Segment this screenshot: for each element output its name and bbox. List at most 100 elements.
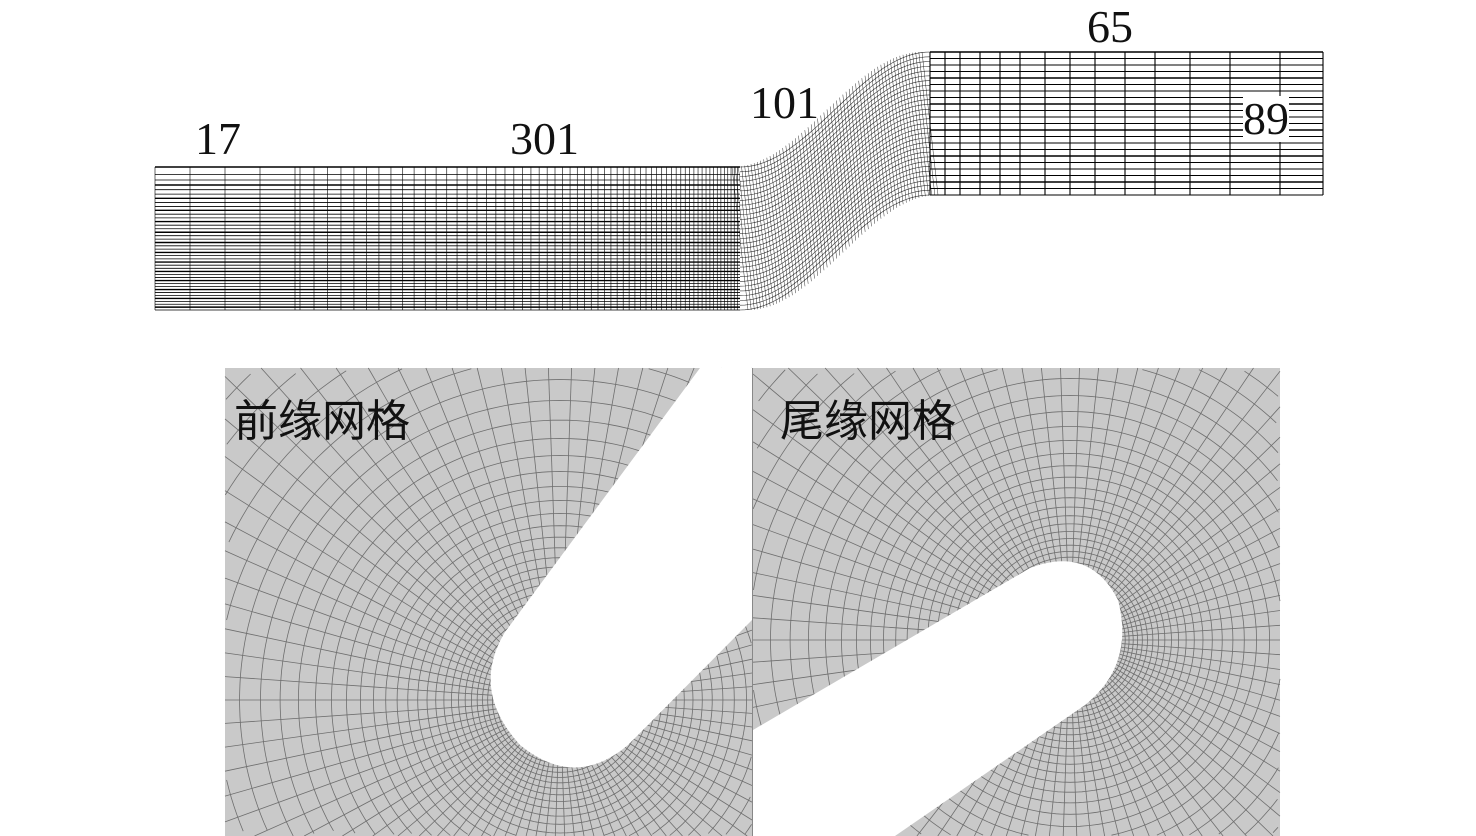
label-17: 17 — [195, 113, 241, 164]
trailing-edge-mesh-panel — [752, 367, 1281, 836]
mesh-line — [814, 121, 831, 265]
mesh-line — [861, 78, 879, 222]
caption-leading-edge-mesh: 前缘网格 — [234, 397, 410, 446]
mesh-line — [738, 166, 755, 310]
mesh-line — [902, 54, 920, 198]
mesh-line — [731, 166, 749, 311]
mesh-line — [747, 165, 765, 309]
mesh-line — [739, 151, 931, 268]
mesh-line — [739, 113, 931, 230]
mesh-line — [739, 70, 931, 187]
mesh-line — [744, 165, 761, 309]
mesh-line — [801, 132, 818, 276]
mesh-line — [739, 80, 931, 196]
mesh-line — [915, 52, 932, 196]
mesh-line — [855, 83, 872, 227]
mesh-line — [864, 75, 882, 219]
mesh-line — [763, 159, 780, 303]
mesh-line — [858, 80, 875, 224]
mesh-line — [739, 189, 931, 306]
mesh-line — [848, 88, 866, 232]
mesh-line — [739, 128, 931, 244]
mesh-line — [239, 379, 749, 831]
mesh-line — [918, 52, 936, 196]
label-89: 89 — [1243, 93, 1289, 144]
mesh-line — [823, 112, 841, 256]
mesh-line — [883, 62, 901, 207]
mesh-line — [739, 108, 931, 225]
mesh-line — [820, 115, 837, 259]
mesh-line — [772, 154, 790, 298]
mesh-line — [817, 118, 834, 262]
mesh-line — [798, 135, 815, 279]
mesh-line — [807, 127, 825, 271]
mesh-line — [785, 145, 803, 289]
mesh-line — [867, 73, 885, 217]
label-101: 101 — [750, 77, 819, 128]
mesh-line — [739, 175, 931, 292]
mesh-line — [739, 118, 931, 234]
mesh-line — [757, 162, 774, 306]
mesh-line — [852, 86, 869, 230]
mesh-line — [753, 163, 771, 307]
mesh-line — [739, 56, 931, 173]
mesh-line — [886, 61, 904, 205]
mesh-line — [769, 155, 787, 300]
mesh-line — [739, 85, 931, 201]
mesh-line — [791, 140, 809, 284]
mesh-line — [734, 166, 752, 310]
mesh-line — [905, 53, 923, 197]
mesh-line — [842, 94, 860, 238]
mesh-line — [810, 124, 828, 268]
leading-edge-blade — [490, 368, 752, 768]
mesh-line — [782, 147, 799, 292]
mesh-line — [739, 132, 931, 249]
label-301: 301 — [510, 113, 579, 164]
mesh-line — [804, 130, 822, 274]
mesh-line — [760, 160, 777, 304]
mesh-line — [739, 147, 931, 263]
mesh-line — [224, 370, 347, 496]
mesh-line — [226, 373, 296, 445]
mesh-line — [739, 137, 931, 254]
mesh-line — [795, 138, 812, 282]
mesh-line — [788, 143, 806, 287]
mesh-line — [826, 109, 844, 253]
leading-edge-mesh-panel — [224, 367, 753, 836]
mesh-line — [845, 91, 863, 235]
mesh-line — [225, 373, 251, 400]
computational-domain-mesh — [154, 51, 1324, 311]
mesh-line — [739, 194, 931, 311]
mesh-line — [279, 419, 748, 834]
mesh-line — [739, 161, 931, 277]
caption-trailing-edge-mesh: 尾缘网格 — [780, 397, 956, 446]
mesh-line — [741, 166, 758, 310]
mesh-line — [833, 103, 850, 247]
mesh-line — [739, 142, 931, 258]
label-65: 65 — [1087, 1, 1133, 52]
mesh-line — [779, 150, 796, 294]
mesh-line — [877, 66, 894, 210]
mesh-line — [909, 53, 926, 197]
mesh-line — [739, 166, 931, 282]
mesh-line — [896, 56, 913, 200]
mesh-line — [839, 97, 856, 241]
mesh-line — [871, 70, 888, 215]
mesh-line — [874, 68, 891, 212]
mesh-line — [880, 64, 898, 208]
trailing-edge-blade — [753, 561, 1123, 836]
mesh-line — [739, 180, 931, 296]
mesh-line — [758, 369, 786, 402]
mesh-line — [776, 152, 793, 296]
mesh-line — [739, 99, 931, 215]
mesh-line — [739, 75, 931, 192]
mesh-line — [912, 52, 929, 196]
mesh-line — [836, 100, 853, 244]
mesh-line — [829, 106, 847, 250]
mesh-line — [750, 164, 768, 308]
mesh-line — [899, 55, 917, 199]
mesh-line — [739, 104, 931, 220]
mesh-line — [739, 51, 931, 168]
mesh-line — [260, 400, 749, 836]
